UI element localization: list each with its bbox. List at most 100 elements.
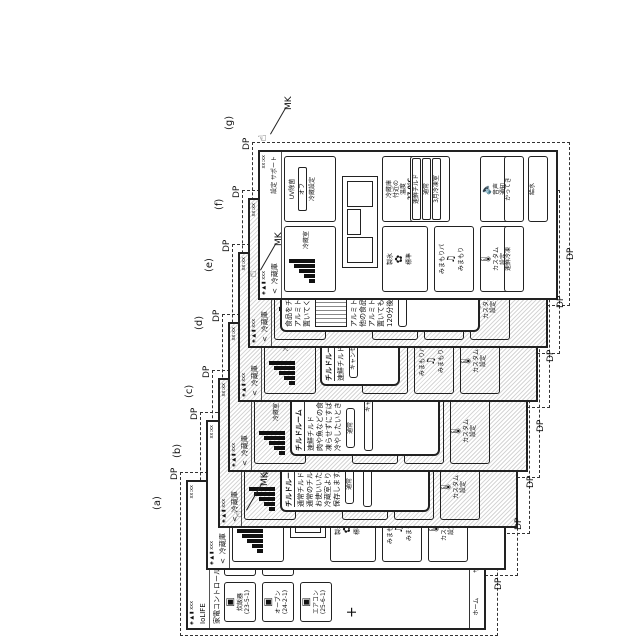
level-bar	[274, 446, 285, 450]
hand-cursor-icon: ☝	[232, 508, 246, 520]
back-button[interactable]: <	[261, 336, 269, 342]
dp-label: DP	[566, 248, 576, 260]
back-button[interactable]: <	[251, 390, 259, 396]
appliance-icon: ▣	[301, 583, 313, 621]
dp-label: DP	[526, 476, 536, 488]
custom-label: カスタム 設定	[463, 399, 477, 463]
signal-icon: ◈ ▲ ▮	[261, 280, 267, 295]
level-bar	[247, 539, 263, 543]
level-bar	[279, 451, 285, 455]
level-bar	[284, 376, 295, 380]
water-button[interactable]: 給水	[528, 156, 548, 222]
status-signal: xxx	[261, 271, 267, 280]
appliance-name: 炊飯器	[237, 583, 244, 621]
appliance-code: (23-5-1)	[244, 583, 251, 621]
mode-chip[interactable]: 通常	[422, 158, 431, 220]
level-bar	[252, 544, 263, 548]
back-button[interactable]: <	[241, 460, 249, 466]
appliance-name: エアコン	[313, 583, 320, 621]
uv-value: オフ	[298, 167, 307, 211]
level-bar	[309, 279, 315, 283]
status-time: xx:xx	[208, 425, 217, 439]
back-button[interactable]: <	[271, 288, 279, 294]
figure-caption: (b)	[172, 444, 183, 458]
mode-chip-row: 速鮮チルド通常3月冷凍室	[410, 156, 450, 222]
mimamori-card[interactable]: みまもりパ♫みまもり	[434, 226, 474, 292]
bottom-nav-item[interactable]: ホーム	[470, 598, 484, 616]
signal-icon: ◈ ▲ ▮	[241, 382, 247, 397]
fridge-diagram	[342, 176, 378, 268]
dp-label: DP	[190, 408, 200, 420]
signal-icon: ◈ ▲ ▮	[189, 610, 195, 625]
ice-card[interactable]: 製氷✿標準	[382, 226, 428, 292]
uv-label: UV除菌	[289, 157, 296, 221]
back-button[interactable]: <	[219, 558, 227, 564]
mode-chip[interactable]: 速鮮チルド	[412, 158, 421, 220]
screen-title: 冷蔵庫	[261, 311, 269, 332]
uv-card[interactable]: UV除菌オフ冷蔵設定	[284, 156, 336, 222]
hand-cursor-icon: ☝	[246, 268, 260, 280]
screen-title: 冷蔵庫	[251, 365, 259, 386]
dp-label: DP	[212, 310, 222, 322]
room-label: 冷蔵室	[273, 401, 280, 423]
level-bar	[289, 381, 295, 385]
level-bar	[249, 487, 275, 491]
figure-caption: (g)	[224, 116, 235, 130]
support-link[interactable]: 設定 サポート	[269, 156, 281, 194]
speaker-icon: 🔈	[481, 157, 493, 221]
screen-title: 冷蔵庫	[219, 533, 227, 554]
level-bar	[237, 529, 263, 533]
hand-cursor-icon: ☝	[256, 132, 270, 144]
room-label: 冷蔵室	[303, 229, 310, 251]
level-bar	[242, 534, 263, 538]
appliance-tile[interactable]: ▣炊飯器(23-5-1)	[224, 582, 256, 622]
level-bar	[289, 259, 315, 263]
add-button[interactable]: +	[344, 606, 360, 618]
dp-label: DP	[556, 296, 566, 308]
appliance-tile[interactable]: ▣エアコン(25-6-1)	[300, 582, 332, 622]
level-bar	[304, 274, 315, 278]
signal-icon: ◈ ▲ ▮	[209, 550, 215, 565]
cooling-level-card[interactable]: 冷蔵室	[284, 226, 336, 292]
dp-label: DP	[536, 420, 546, 432]
signal-icon: ◈ ▲ ▮	[221, 508, 227, 523]
appliance-code: (24-2-1)	[282, 583, 289, 621]
mimamori-sub: みまもり	[458, 227, 465, 291]
flower-icon: ✿	[394, 227, 406, 291]
appliance-tile[interactable]: ▣オーブン(24-2-1)	[262, 582, 294, 622]
level-bars-icon	[269, 357, 295, 385]
level-bar	[264, 502, 275, 506]
appliance-name: オーブン	[275, 583, 282, 621]
ice-mode: 標準	[406, 227, 413, 291]
custom-setting-button[interactable]: 🌡カスタム 設定	[450, 398, 490, 464]
mode-chip[interactable]: 3月冷凍室	[432, 158, 441, 220]
fridge-door-icon	[347, 209, 361, 235]
dp-label: DP	[170, 468, 180, 480]
status-signal: xxx	[189, 601, 195, 610]
mk-label: MK	[260, 472, 270, 486]
level-bars-icon	[259, 427, 285, 455]
appliance-code: (25-6-1)	[320, 583, 327, 621]
dp-label: DP	[232, 186, 242, 198]
mk-label: MK	[284, 96, 294, 110]
ice-label: 製氷	[387, 227, 394, 291]
figure-caption: (a)	[152, 496, 163, 510]
status-signal: xxx	[209, 541, 215, 550]
option-normal-button[interactable]: 通常	[346, 408, 355, 448]
fridge-door-icon	[347, 181, 373, 207]
status-signal: xxx	[241, 373, 247, 382]
status-signal: xxx	[251, 319, 257, 328]
dp-label: DP	[202, 366, 212, 378]
screen-title: 冷蔵庫	[241, 435, 249, 456]
status-signal: xxx	[231, 443, 237, 452]
screen-title: 冷蔵庫	[271, 263, 279, 284]
temp-label: 冷蔵庫 付近の 温度	[386, 157, 407, 221]
dp-label: DP	[494, 578, 504, 590]
bell-icon: ♫	[446, 227, 458, 291]
figure-caption: (c)	[184, 385, 195, 398]
level-bar	[294, 264, 315, 268]
kattekite-button[interactable]: かってき	[504, 156, 524, 222]
level-bar	[264, 436, 285, 440]
freezer-mode: 速鮮冷凍	[504, 226, 524, 292]
